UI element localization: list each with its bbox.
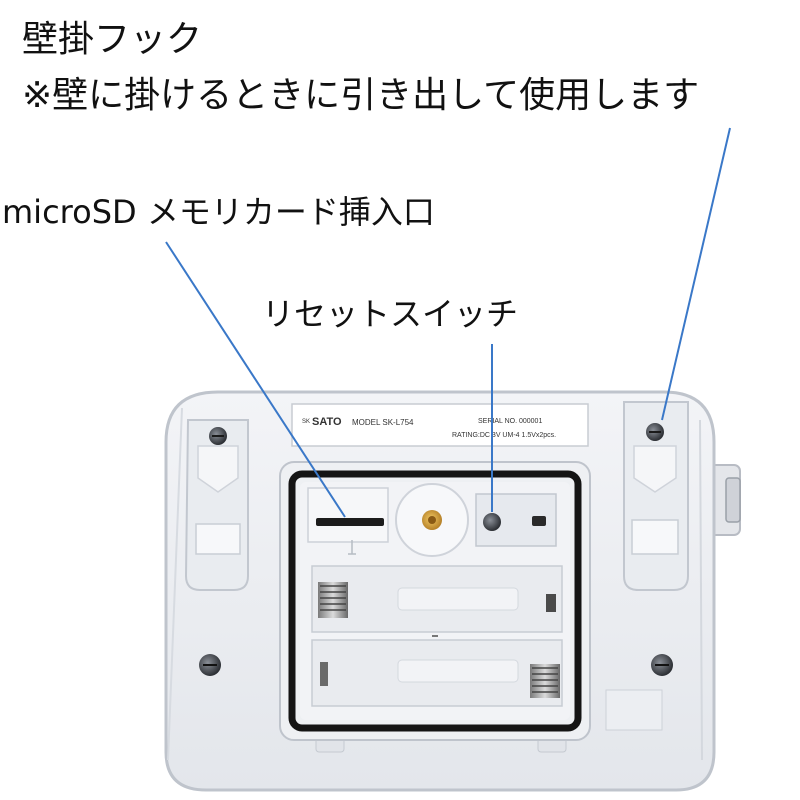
battery-spring	[318, 582, 348, 618]
battery-bays	[311, 565, 563, 707]
wall-hook-right	[623, 401, 689, 591]
battery-spring	[530, 664, 560, 698]
reset-switch-label: リセットスイッチ	[262, 295, 519, 333]
brand-prefix: SK	[302, 419, 310, 425]
wall-hook-left	[184, 419, 249, 591]
gasket	[288, 470, 582, 732]
reset-switch-area	[475, 493, 557, 547]
case-screws	[199, 654, 673, 753]
wall-hook-label: 壁掛フック	[22, 19, 203, 60]
tripod-insert	[395, 483, 469, 557]
serial-number: SERIAL NO. 000001	[478, 418, 542, 425]
reset-button	[483, 513, 501, 531]
wall-hook-note: ※壁に掛けるときに引き出して使用します	[22, 75, 700, 116]
microsd-slot-label: microSD メモリカード挿入口	[2, 193, 435, 231]
microsd-slot-opening	[316, 518, 384, 526]
brand-name: SATO	[312, 416, 342, 428]
battery-contact	[320, 662, 328, 686]
rating-sticker: SK SATO MODEL SK-L754 SERIAL NO. 000001 …	[291, 403, 589, 447]
small-switch	[532, 516, 546, 526]
microsd-slot	[307, 487, 389, 555]
model-number: MODEL SK-L754	[352, 418, 414, 427]
leader-line-wall-hook	[661, 127, 731, 421]
leader-line-microsd	[165, 241, 346, 518]
rating-text: RATING:DC 3V UM-4 1.5Vx2pcs.	[452, 432, 556, 439]
leader-lines	[165, 127, 731, 518]
battery-contact	[546, 594, 556, 612]
